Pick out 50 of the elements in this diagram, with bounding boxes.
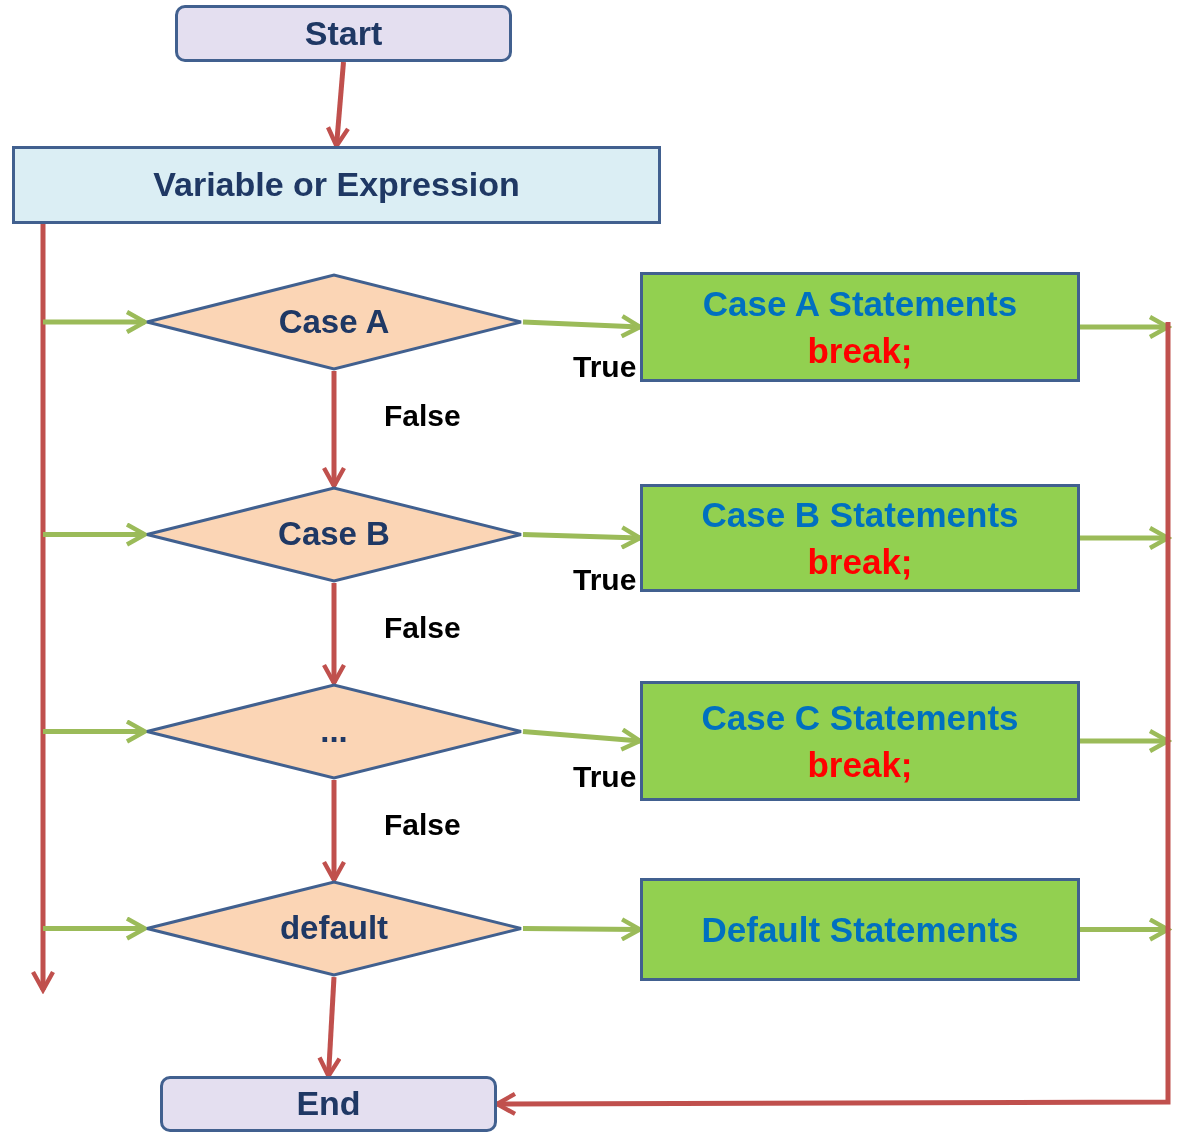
terminal-box [160, 1076, 497, 1132]
node-label: Case A [278, 301, 390, 342]
arrow [1080, 917, 1171, 942]
decision-diamond [145, 683, 523, 780]
node-label: default [279, 908, 389, 949]
arrow [1080, 728, 1171, 754]
arrow [1080, 314, 1171, 340]
decision-diamond [145, 486, 523, 583]
arrow [1080, 525, 1171, 551]
arrow [321, 780, 347, 883]
arrow [43, 719, 148, 744]
node-label: Variable or Expression [153, 164, 520, 206]
arrow [43, 522, 148, 547]
decision-diamond [145, 880, 523, 977]
edge-label: False [384, 399, 461, 433]
edge-label: False [384, 808, 461, 842]
arrow [43, 916, 148, 941]
statements-box [640, 681, 1080, 801]
node-label: Case C Statements [701, 696, 1019, 739]
edge-label: True [573, 350, 637, 384]
edge-label: True [573, 562, 637, 597]
arrow [325, 61, 351, 149]
arrow [522, 314, 643, 339]
arrow [522, 525, 643, 550]
statements-box [640, 272, 1080, 382]
code-text: break; [807, 330, 913, 372]
node-label: End [296, 1083, 361, 1125]
arrow [43, 309, 148, 335]
arrow [522, 727, 643, 752]
process-box [12, 146, 661, 224]
node-label: Case A Statements [702, 282, 1018, 325]
arrow [317, 976, 342, 1079]
node-label: Case B [278, 514, 390, 555]
code-text: break; [807, 541, 913, 583]
decision-diamond [145, 273, 523, 371]
edge-label: True [573, 759, 637, 794]
arrow [321, 371, 347, 489]
terminal-box [175, 5, 512, 62]
node-label: Case B Statements [701, 493, 1019, 536]
arrow [30, 224, 56, 993]
arrow [522, 917, 643, 942]
edge-label: False [384, 611, 461, 645]
node-label: ... [320, 711, 348, 752]
node-label: Start [304, 12, 383, 54]
statements-box [640, 878, 1080, 981]
code-text: break; [807, 744, 913, 786]
arrow [321, 583, 347, 686]
statements-box [640, 484, 1080, 592]
node-label: Default Statements [701, 908, 1019, 951]
arrow [494, 322, 1171, 1117]
